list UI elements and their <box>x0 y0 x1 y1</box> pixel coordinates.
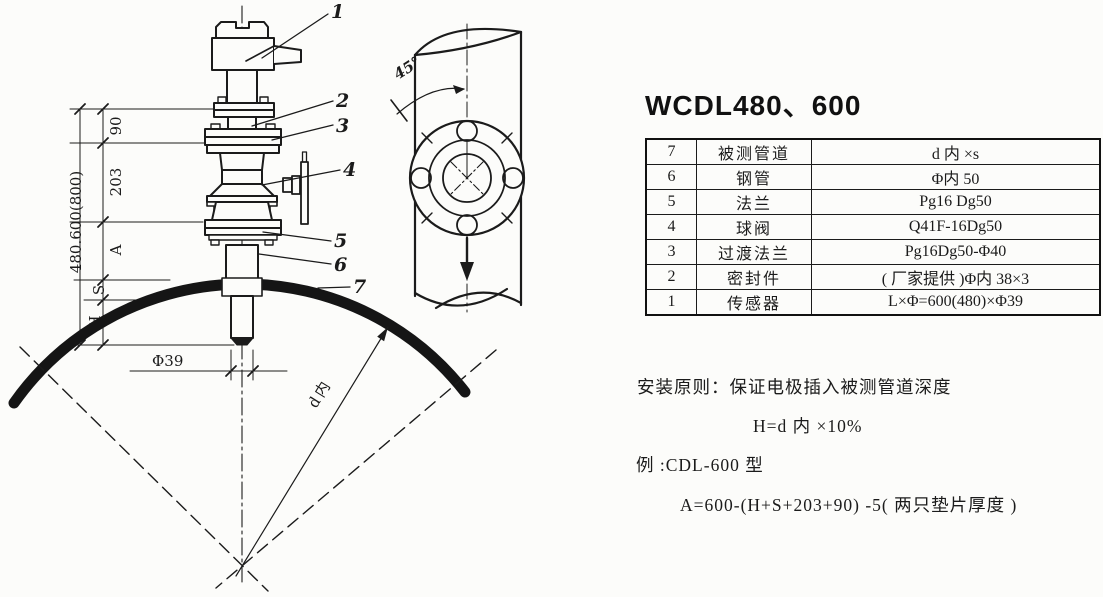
part-number: 2 <box>645 264 697 290</box>
table-row: 4 球阀 Q41F-16Dg50 <box>645 214 1101 240</box>
part-number: 6 <box>645 164 697 190</box>
dim-S: S <box>90 285 108 295</box>
phi39-dimension <box>129 349 288 381</box>
dim-45deg: 45° <box>390 53 424 84</box>
callout-6: 6 <box>334 254 347 276</box>
part-name: 密封件 <box>696 264 812 290</box>
part-number: 1 <box>645 289 697 316</box>
flow-direction-arrow <box>460 236 474 281</box>
length-formula: A=600-(H+S+203+90) -5( 两只垫片厚度 ) <box>680 495 1018 515</box>
part-spec: Q41F-16Dg50 <box>811 214 1101 240</box>
part-number: 4 <box>645 214 697 240</box>
install-principle-note: 安装原则：保证电极插入被测管道深度 <box>637 377 952 397</box>
seal-flange-pair <box>213 96 275 130</box>
part-spec: Φ内 50 <box>811 164 1101 190</box>
table-row: 3 过渡法兰 Pg16Dg50-Φ40 <box>645 239 1101 265</box>
angle-45-dimension <box>390 85 465 122</box>
part-name: 过渡法兰 <box>696 239 812 265</box>
sensor-neck <box>226 69 258 104</box>
dim-203: 203 <box>107 168 125 197</box>
callout-7: 7 <box>353 276 366 298</box>
callout-2: 2 <box>335 90 349 112</box>
sensor-assembly <box>204 21 309 346</box>
technical-drawing: 90 203 A S H 480.600(800) d内 <box>8 1 526 592</box>
callout-5: 5 <box>334 230 347 252</box>
dimension-chain <box>63 103 235 351</box>
table-row: 2 密封件 ( 厂家提供 )Φ内 38×3 <box>645 264 1101 290</box>
part-name: 球阀 <box>696 214 812 240</box>
part-name: 被测管道 <box>696 138 812 165</box>
depth-formula: H=d 内 ×10% <box>753 416 863 436</box>
sensor-head <box>211 21 302 71</box>
valve-handle <box>282 151 309 225</box>
callout-3: 3 <box>336 115 349 137</box>
dim-phi39: Φ39 <box>152 352 183 370</box>
part-number: 3 <box>645 239 697 265</box>
table-row: 7 被测管道 d 内 ×s <box>645 138 1101 165</box>
radius-arrowhead <box>377 327 388 342</box>
part-spec: Pg16 Dg50 <box>811 189 1101 215</box>
callout-1: 1 <box>331 1 344 23</box>
dim-90: 90 <box>107 116 125 135</box>
transition-flange <box>204 123 282 146</box>
part-spec: ( 厂家提供 )Φ内 38×3 <box>811 264 1101 290</box>
seal-boss <box>221 277 263 297</box>
example-label: 例 :CDL-600 型 <box>636 455 764 475</box>
model-title: WCDL480、600 <box>645 90 862 121</box>
part-spec: Pg16Dg50-Φ40 <box>811 239 1101 265</box>
callout-4: 4 <box>343 159 356 181</box>
table-row: 6 钢管 Φ内 50 <box>645 164 1101 190</box>
parts-table: 7 被测管道 d 内 ×s 6 钢管 Φ内 50 5 法兰 Pg16 Dg50 … <box>645 138 1101 316</box>
dim-overall: 480.600(800) <box>67 171 85 273</box>
part-spec: d 内 ×s <box>811 138 1101 165</box>
part-number: 7 <box>645 138 697 165</box>
table-row: 5 法兰 Pg16 Dg50 <box>645 189 1101 215</box>
side-view-flange <box>408 119 526 237</box>
callout-leaders <box>251 13 351 289</box>
part-spec: L×Φ=600(480)×Φ39 <box>811 289 1101 316</box>
part-number: 5 <box>645 189 697 215</box>
table-row: 1 传感器 L×Φ=600(480)×Φ39 <box>645 289 1101 316</box>
part-name: 钢管 <box>696 164 812 190</box>
part-name: 法兰 <box>696 189 812 215</box>
ball-valve <box>204 144 282 246</box>
callout-numbers: 1 2 3 4 5 6 7 <box>331 1 366 298</box>
part-name: 传感器 <box>696 289 812 316</box>
dim-A: A <box>107 244 125 256</box>
sensor-probe <box>230 295 254 346</box>
dim-d-inner: d内 <box>304 376 335 411</box>
